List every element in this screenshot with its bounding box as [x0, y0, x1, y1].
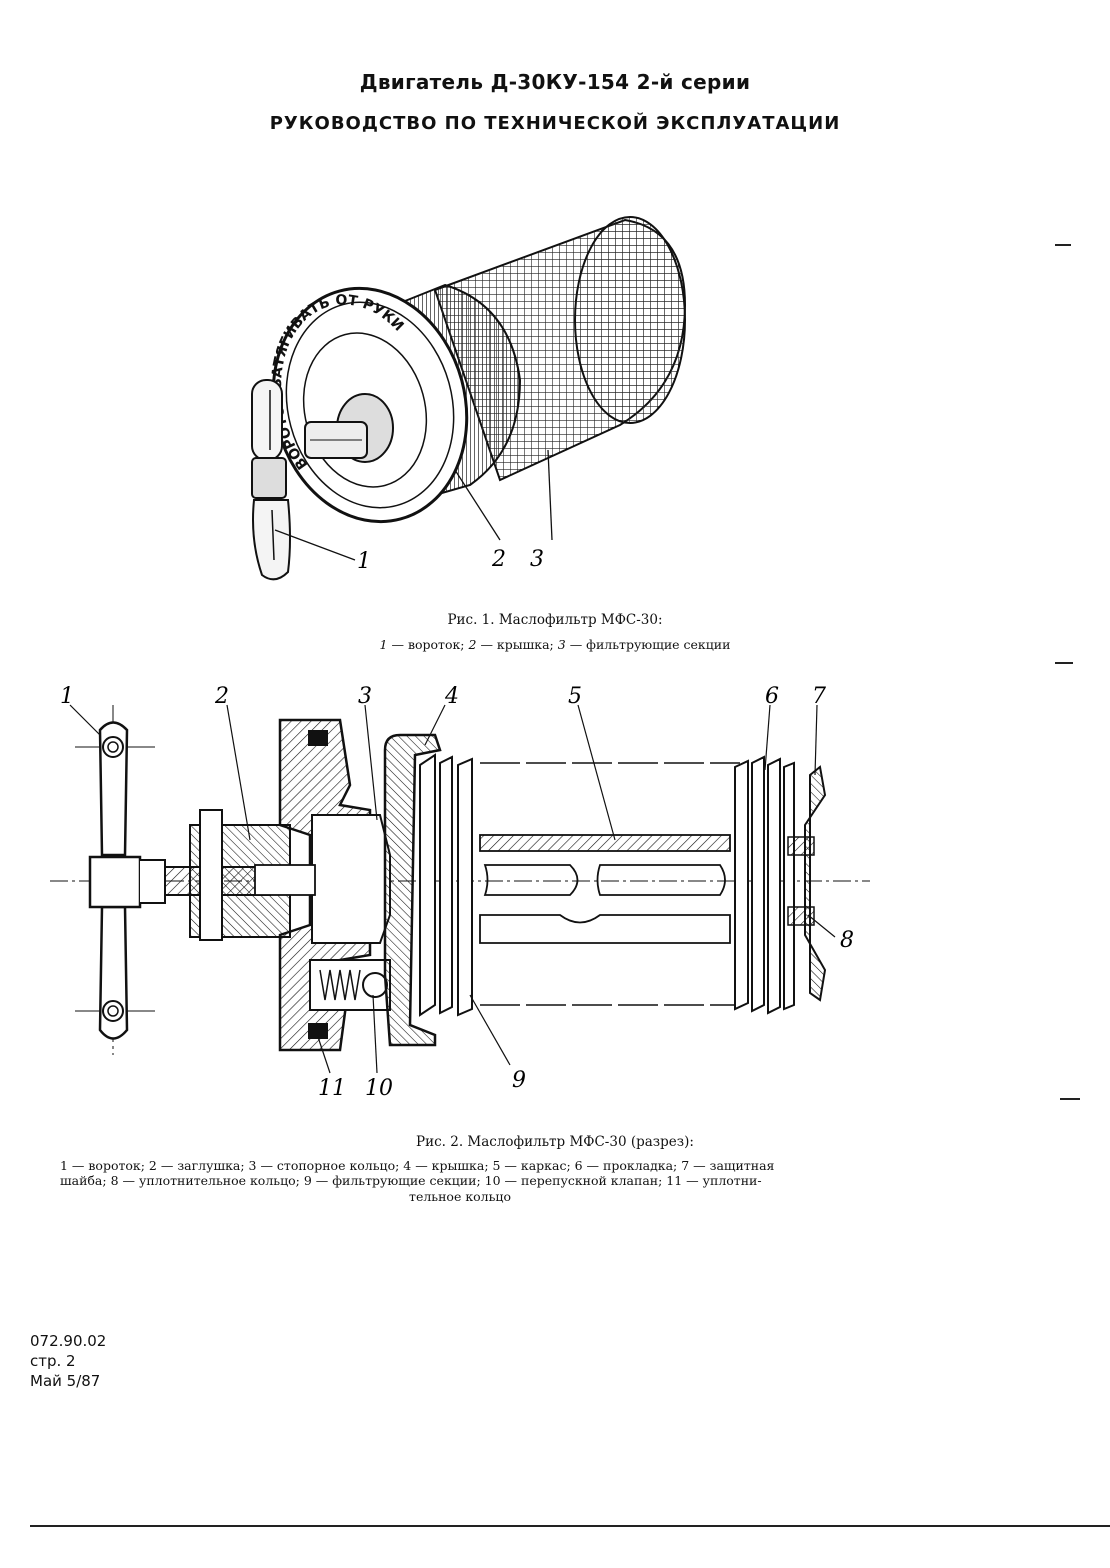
footer-doc-number: 072.90.02: [30, 1332, 107, 1350]
legend-1-number: 1: [379, 637, 388, 652]
fig2-callout-3: 3: [358, 684, 372, 709]
margin-mark: [1055, 244, 1071, 246]
margin-mark: [1060, 1098, 1080, 1100]
figure-2-legend-line-3: тельное кольцо: [409, 1189, 511, 1204]
margin-mark: [1055, 662, 1073, 664]
fig2-callout-9: 9: [512, 1068, 526, 1093]
legend-2-number: 2: [468, 637, 477, 652]
legend-1-text: — вороток;: [391, 637, 465, 652]
figure-2-caption: Рис. 2. Маслофильтр МФС-30 (разрез):: [416, 1134, 694, 1150]
fig2-callout-1: 1: [60, 684, 74, 709]
fig2-callout-5: 5: [568, 684, 582, 709]
figure-1-caption: Рис. 1. Маслофильтр МФС-30:: [447, 612, 663, 628]
fig2-callout-11: 11: [318, 1076, 346, 1101]
footer-date: Май 5/87: [30, 1372, 101, 1390]
document-subtitle: РУКОВОДСТВО ПО ТЕХНИЧЕСКОЙ ЭКСПЛУАТАЦИИ: [269, 113, 841, 134]
fig2-callout-7: 7: [812, 684, 826, 709]
fig2-callout-6: 6: [765, 684, 779, 709]
fig2-callout-8: 8: [840, 928, 854, 953]
document-title: Двигатель Д-30КУ-154 2-й серии: [359, 70, 751, 94]
figure-1-legend: 1 — вороток; 2 — крышка; 3 — фильтрующие…: [0, 637, 1110, 652]
fig2-callout-10: 10: [365, 1076, 393, 1101]
fig2-callout-2: 2: [214, 684, 229, 709]
callout-3: 3: [530, 547, 544, 572]
legend-3-text: — фильтрующие секции: [569, 637, 731, 652]
callout-1: 1: [357, 549, 371, 574]
figure-2-legend-line-1: 1 — вороток; 2 — заглушка; 3 — стопорное…: [60, 1158, 775, 1173]
legend-3-number: 3: [557, 637, 566, 652]
page-bottom-rule: [30, 1525, 1110, 1527]
figure-2-legend-line-2: шайба; 8 — уплотнительное кольцо; 9 — фи…: [60, 1173, 762, 1188]
figure-2-section-drawing: 1 2 3 4 5 6 7 8 9 10 11: [50, 684, 870, 1101]
footer-page: стр. 2: [30, 1352, 76, 1370]
figure-1-oil-filter-drawing: ВОРОТОК ЗАТЯГИВАТЬ ОТ РУКИ 1 2 3: [251, 216, 687, 581]
callout-2: 2: [491, 547, 506, 572]
fig2-callout-4: 4: [444, 684, 459, 709]
legend-2-text: — крышка;: [480, 637, 554, 652]
